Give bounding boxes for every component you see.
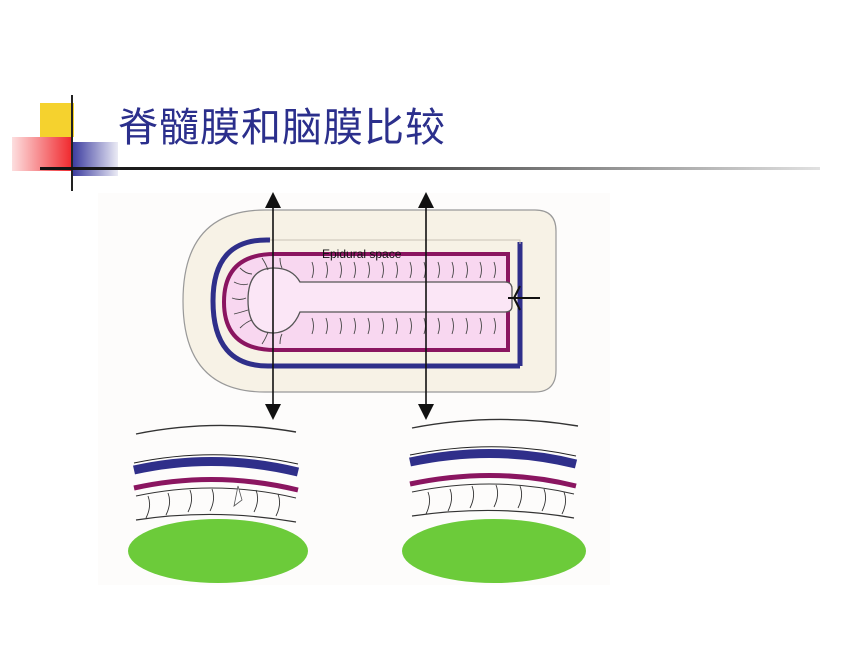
vertical-rule bbox=[71, 95, 73, 191]
skull-arc-right bbox=[411, 418, 579, 429]
trabeculae bbox=[231, 257, 496, 345]
arachnoid-band-left bbox=[133, 476, 299, 493]
skull-arc-left bbox=[135, 424, 297, 435]
dura-band-right bbox=[409, 448, 578, 469]
dura-band-left bbox=[133, 456, 300, 477]
red-gradient-decoration bbox=[12, 137, 72, 171]
falx-junction bbox=[508, 285, 540, 311]
epidural-space-label: Epidural space bbox=[322, 247, 402, 261]
yellow-square-decoration bbox=[40, 103, 74, 137]
slide-title: 脊髓膜和脑膜比较 bbox=[118, 105, 446, 151]
title-underline bbox=[40, 167, 820, 170]
blue-gradient-decoration bbox=[72, 142, 118, 176]
cross-section-right bbox=[402, 418, 586, 583]
arachnoid-band-right bbox=[409, 472, 577, 489]
brain-surface-left bbox=[128, 519, 308, 583]
cross-section-left bbox=[128, 424, 308, 583]
brain-surface-right bbox=[402, 519, 586, 583]
dura-membrane bbox=[210, 237, 523, 369]
